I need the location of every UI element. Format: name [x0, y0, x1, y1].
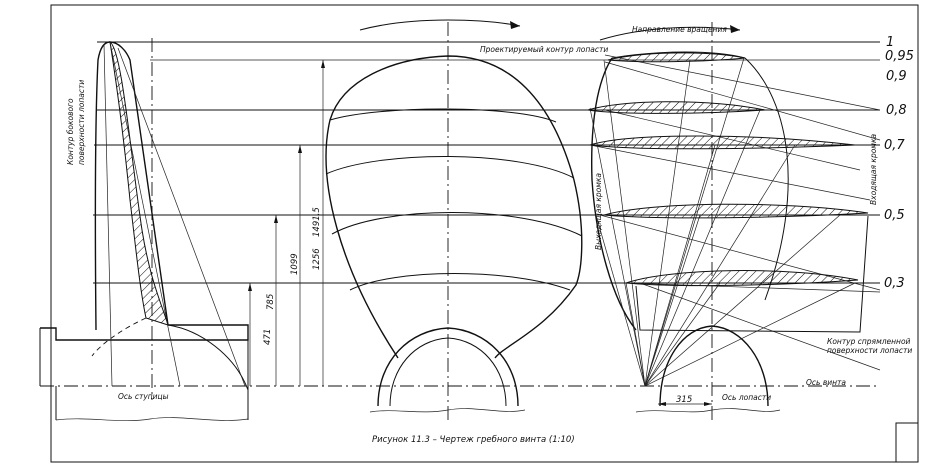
- drawing-frame: [50, 4, 919, 463]
- dim-1099: 1099: [290, 253, 300, 275]
- radius-label-03: 0,3: [884, 276, 905, 291]
- screw-axis-label: Ось винта: [806, 378, 846, 387]
- inlet-edge-label: Входящая кромка: [869, 134, 878, 205]
- dim-1256: 1256: [312, 248, 322, 270]
- radius-label-1: 1: [886, 35, 894, 50]
- radius-label-095: 0,95: [885, 49, 914, 64]
- radius-label-07: 0,7: [884, 138, 905, 153]
- dim-1491-5: 1491,5: [312, 207, 322, 237]
- figure-caption: Рисунок 11.3 – Чертеж гребного винта (1:…: [372, 435, 575, 445]
- radius-label-05: 0,5: [884, 208, 905, 223]
- dimension-group: 471 785 1099 1256 1491,5: [248, 60, 325, 386]
- radius-label-09: 0,9: [886, 69, 907, 84]
- outlet-edge-label: Выходящая кромка: [594, 173, 603, 250]
- title-stamp-box: [895, 422, 919, 463]
- dim-315: 315: [676, 395, 692, 405]
- radius-label-08: 0,8: [886, 103, 907, 118]
- rotation-direction-label: Направление вращения: [632, 25, 727, 34]
- blade-axis-label: Ось лопасти: [722, 393, 771, 402]
- back-contour-label-2: поверхности лопасти: [77, 80, 86, 165]
- side-view: Контур бокового поверхности лопасти Ось …: [39, 40, 249, 422]
- dim-785: 785: [266, 294, 276, 310]
- straightened-contour-label-1: Контур спрямленной: [827, 337, 911, 346]
- front-view: Проектируемый контур лопасти: [325, 19, 608, 413]
- dim-471: 471: [263, 329, 273, 345]
- back-contour-label-1: Контур бокового: [66, 98, 75, 165]
- section-view: Направление вращения: [587, 25, 912, 413]
- hub-axis-label: Ось ступицы: [118, 392, 169, 401]
- straightened-contour-label-2: поверхности лопасти: [827, 346, 912, 355]
- radius-labels: 1 0,95 0,9 0,8 0,7 0,5 0,3: [884, 35, 914, 291]
- projected-contour-label: Проектируемый контур лопасти: [480, 45, 608, 54]
